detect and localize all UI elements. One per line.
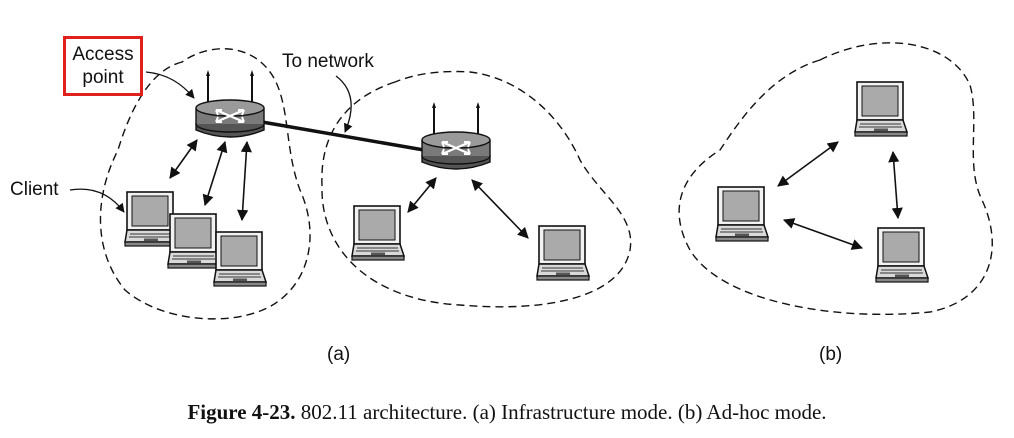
access-point-label-box: Access point bbox=[63, 36, 143, 96]
access-point-label-line2: point bbox=[82, 67, 124, 88]
wired-link bbox=[261, 120, 425, 152]
access-point-leader bbox=[145, 71, 195, 99]
laptop-icon-adhoc-left bbox=[715, 186, 769, 242]
laptop-icon-client-3 bbox=[213, 231, 267, 287]
laptop-icon-client-1 bbox=[124, 191, 178, 247]
laptop-icon-client-4 bbox=[351, 205, 405, 261]
to-network-label: To network bbox=[282, 51, 374, 72]
client-label: Client bbox=[10, 179, 59, 200]
laptop-icon-adhoc-top bbox=[854, 81, 908, 137]
figure-number: Figure 4-23. bbox=[187, 400, 296, 424]
client-leader bbox=[69, 188, 125, 213]
panel-b-label: (b) bbox=[819, 344, 843, 365]
figure-caption-text: 802.11 architecture. (a) Infrastructure … bbox=[300, 400, 827, 424]
cell-boundary-middle bbox=[321, 70, 632, 308]
figure-caption: Figure 4-23. 802.11 architecture. (a) In… bbox=[0, 400, 1014, 425]
to-network-leader bbox=[335, 75, 353, 133]
panel-a-label: (a) bbox=[327, 344, 351, 365]
laptop-icon-adhoc-right bbox=[875, 227, 929, 283]
wireless-links bbox=[169, 139, 903, 250]
laptop-icon-client-5 bbox=[536, 225, 590, 281]
cell-boundary-adhoc bbox=[678, 42, 993, 316]
access-point-icon-2 bbox=[420, 100, 492, 171]
laptop-icon-client-2 bbox=[167, 213, 221, 269]
cell-boundary-left bbox=[99, 48, 311, 320]
access-point-label-line1: Access bbox=[72, 44, 134, 65]
access-point-icon-1 bbox=[194, 68, 266, 139]
